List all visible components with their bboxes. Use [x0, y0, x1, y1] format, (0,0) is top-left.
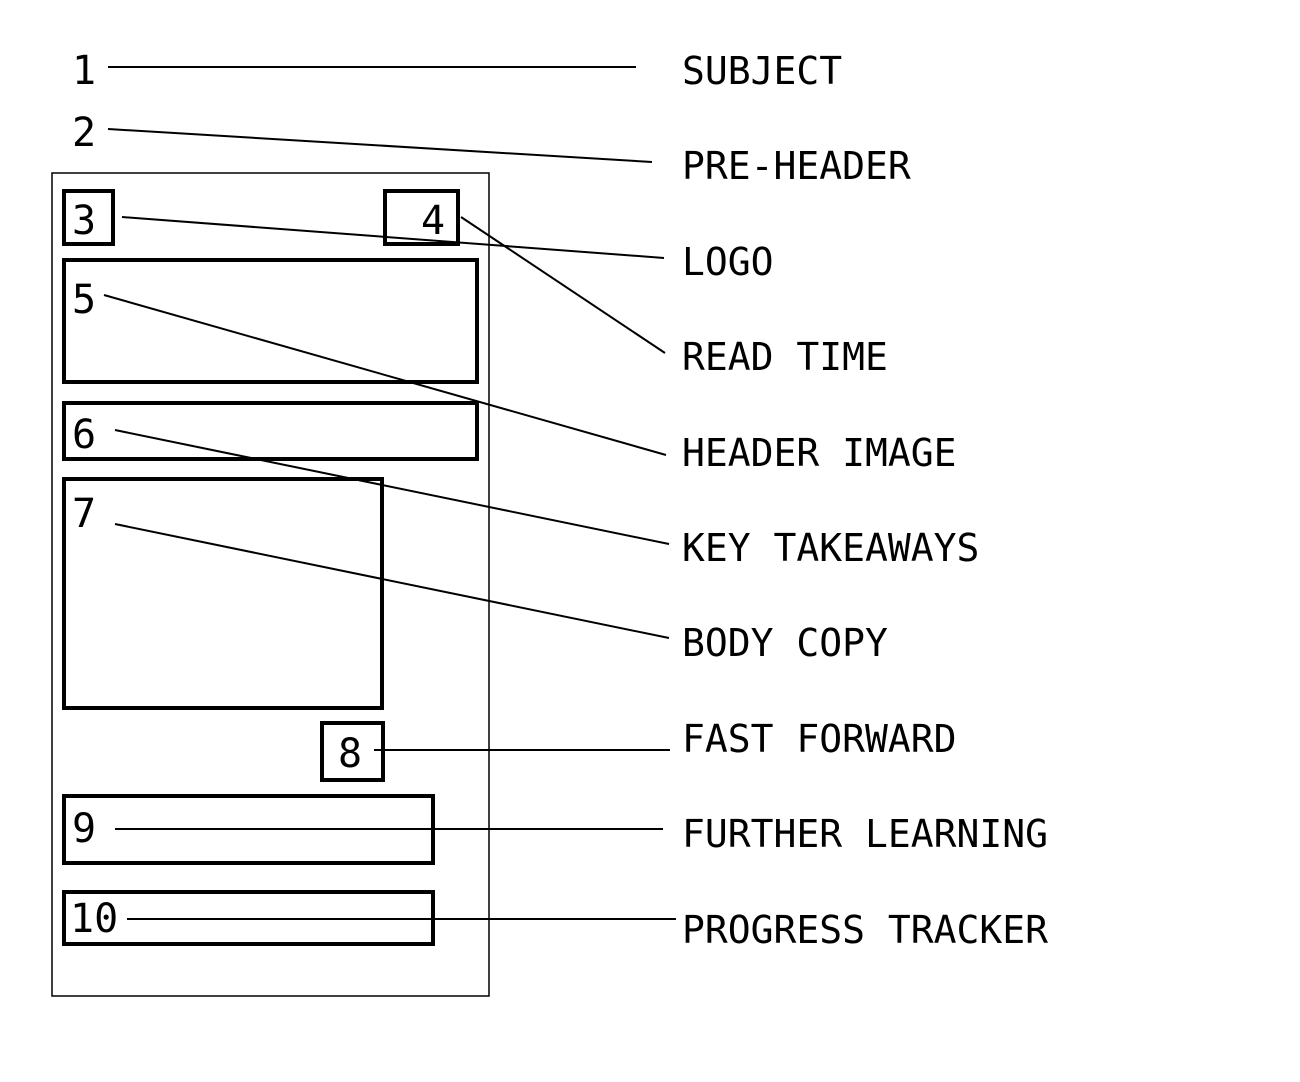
leader-line-6 — [114, 429, 670, 545]
read-time-box — [383, 189, 460, 246]
leader-line-2 — [107, 128, 653, 163]
leader-line-4 — [460, 216, 666, 354]
leader-line-3 — [121, 216, 665, 259]
body-copy-box — [62, 477, 384, 710]
callout-number-3: 3 — [72, 198, 96, 244]
callout-number-5: 5 — [72, 277, 96, 323]
callout-label-subject: SUBJECT — [682, 49, 842, 93]
callout-label-further-learning: FURTHER LEARNING — [682, 812, 1048, 856]
callout-number-4: 4 — [421, 198, 445, 244]
logo-box — [62, 189, 115, 246]
callout-number-1: 1 — [72, 48, 96, 94]
callout-label-read-time: READ TIME — [682, 335, 888, 379]
callout-label-pre-header: PRE-HEADER — [682, 144, 911, 188]
fast-forward-box — [320, 721, 385, 782]
leader-line-5 — [103, 294, 667, 456]
callout-number-8: 8 — [338, 731, 362, 777]
key-takeaways-box — [62, 401, 479, 461]
leader-line-7 — [114, 523, 670, 639]
header-image-box — [62, 258, 479, 384]
callout-label-header-image: HEADER IMAGE — [682, 431, 957, 475]
callout-number-10: 10 — [70, 896, 118, 942]
callout-label-fast-forward: FAST FORWARD — [682, 717, 957, 761]
callout-number-2: 2 — [72, 110, 96, 156]
callout-number-9: 9 — [72, 806, 96, 852]
callout-label-logo: LOGO — [682, 240, 774, 284]
callout-label-key-takeaways: KEY TAKEAWAYS — [682, 526, 979, 570]
callout-number-6: 6 — [72, 412, 96, 458]
callout-number-7: 7 — [72, 491, 96, 537]
callout-label-progress-tracker: PROGRESS TRACKER — [682, 908, 1048, 952]
email-frame — [51, 172, 490, 997]
callout-label-body-copy: BODY COPY — [682, 621, 888, 665]
